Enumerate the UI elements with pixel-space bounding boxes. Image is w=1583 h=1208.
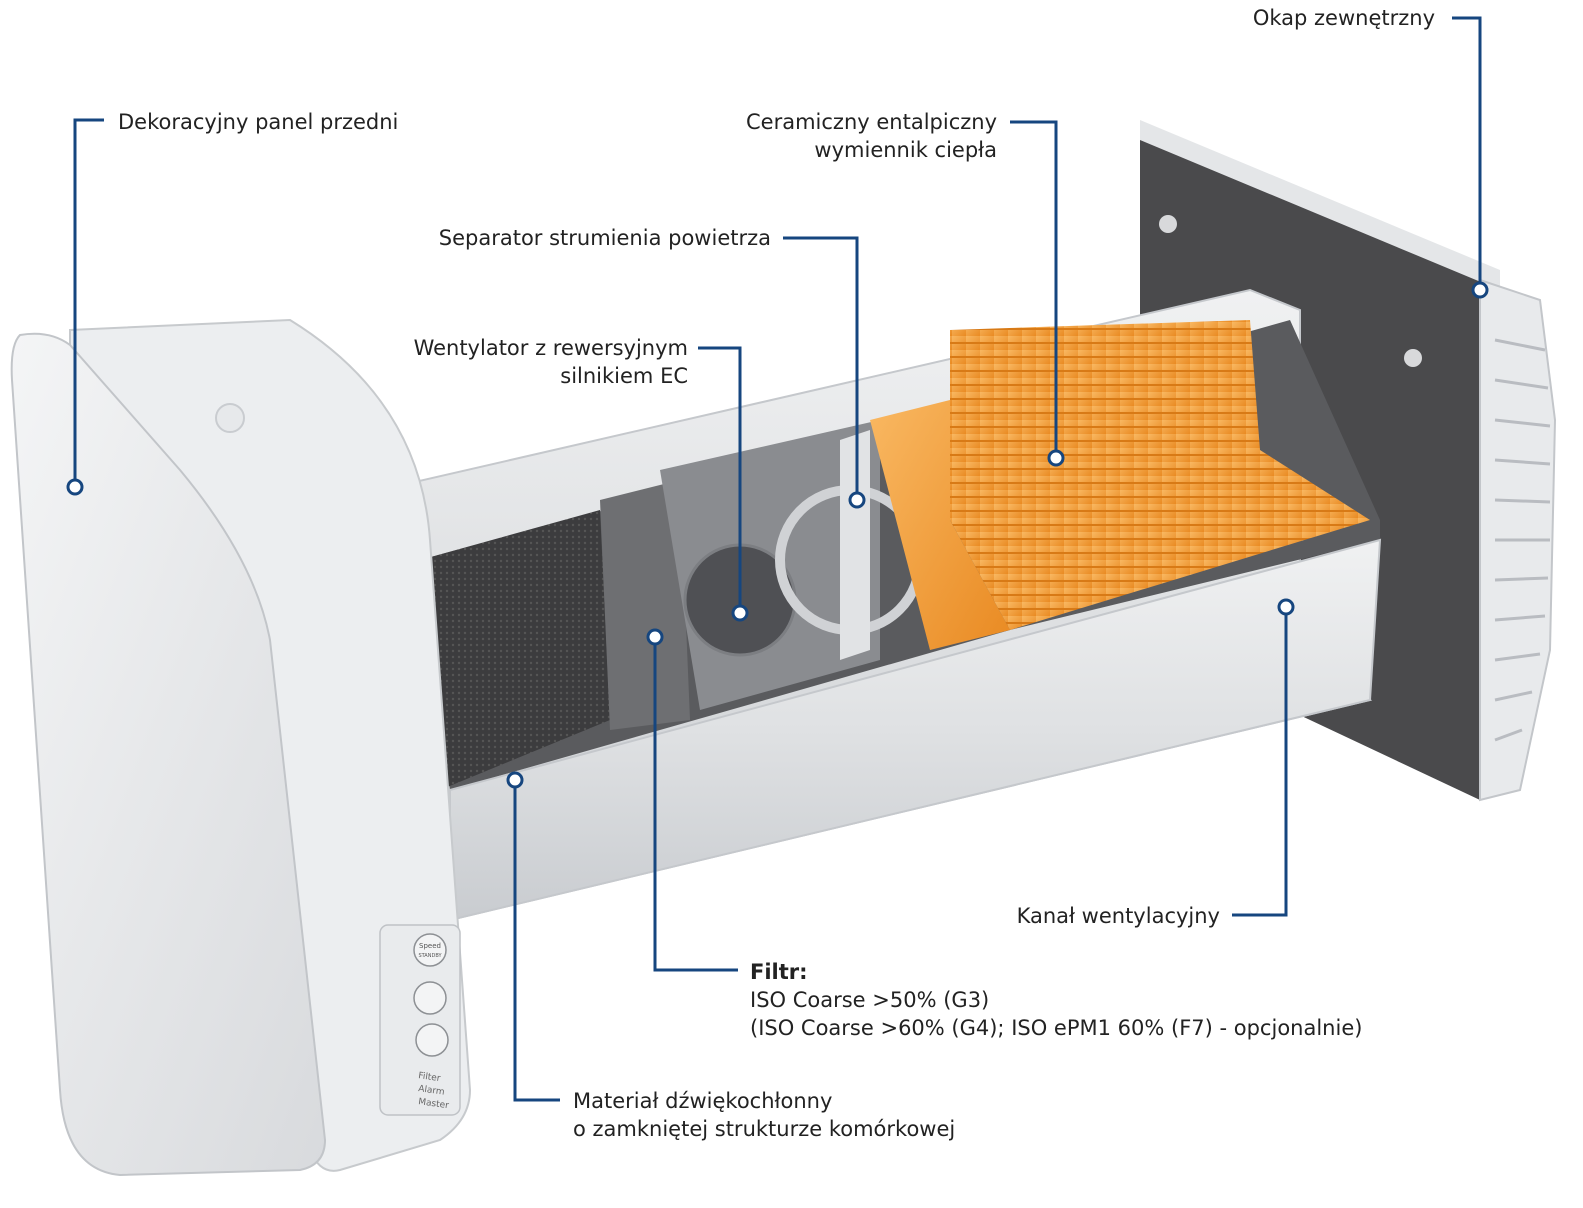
label-channel: Kanał wentylacyjny [1016, 904, 1220, 928]
front-panel [10, 318, 472, 1177]
label-front-panel: Dekoracyjny panel przedni [118, 110, 399, 134]
leader-channel [1232, 607, 1288, 917]
label-filter-line1: ISO Coarse >50% (G3) [750, 988, 990, 1012]
label-heat-exchanger-line1: Ceramiczny entalpiczny [746, 110, 997, 134]
label-fan-line1: Wentylator z rewersyjnym [413, 336, 688, 360]
leader-filter [653, 637, 738, 972]
alarm-indicator-label: Alarm [418, 1084, 446, 1098]
tube-body [378, 288, 1382, 922]
label-material: Materiał dźwiękochłonny o zamkniętej str… [573, 1087, 955, 1143]
label-filter-title: Filtr: [750, 960, 808, 984]
leader-outer-hood [1452, 16, 1482, 290]
away-mode-button[interactable] [415, 1023, 449, 1057]
label-material-line1: Materiał dźwiękochłonny [573, 1089, 833, 1113]
dot-filter [646, 628, 664, 646]
dot-fan [731, 604, 749, 622]
dot-air-separator [848, 491, 866, 509]
leader-fan [698, 346, 742, 613]
speed-label: Speed [419, 942, 441, 950]
standby-label: STANDBY [418, 953, 442, 959]
master-indicator-label: Master [418, 1097, 450, 1111]
dot-front-panel [66, 478, 84, 496]
leader-dots [66, 281, 1489, 789]
leader-air-separator [783, 236, 859, 500]
dot-outer-hood [1471, 281, 1489, 299]
label-filter-line2: (ISO Coarse >60% (G4); ISO ePM1 60% (F7)… [750, 1016, 1363, 1040]
label-filter: Filtr: ISO Coarse >50% (G3) (ISO Coarse … [750, 958, 1362, 1042]
label-air-separator: Separator strumienia powietrza [438, 226, 771, 250]
control-panel: Speed STANDBY Filter Alarm Master [379, 924, 461, 1116]
leader-front-panel [73, 118, 104, 487]
home-mode-button[interactable] [413, 981, 447, 1015]
dot-material [506, 771, 524, 789]
dot-channel [1277, 598, 1295, 616]
label-fan: Wentylator z rewersyjnym silnikiem EC [414, 334, 688, 390]
leader-lines [73, 16, 1482, 1102]
label-fan-line2: silnikiem EC [560, 364, 688, 388]
label-outer-hood: Okap zewnętrzny [1252, 6, 1435, 30]
label-material-line2: o zamkniętej strukturze komórkowej [573, 1117, 956, 1141]
label-heat-exchanger-line2: wymiennik ciepła [814, 138, 997, 162]
dot-heat-exchanger [1047, 449, 1065, 467]
filter-indicator-label: Filter [418, 1071, 442, 1084]
leader-material [513, 780, 560, 1102]
label-heat-exchanger: Ceramiczny entalpiczny wymiennik ciepła [746, 108, 997, 164]
leader-heat-exchanger [1010, 120, 1058, 458]
speed-button[interactable] [413, 933, 447, 967]
